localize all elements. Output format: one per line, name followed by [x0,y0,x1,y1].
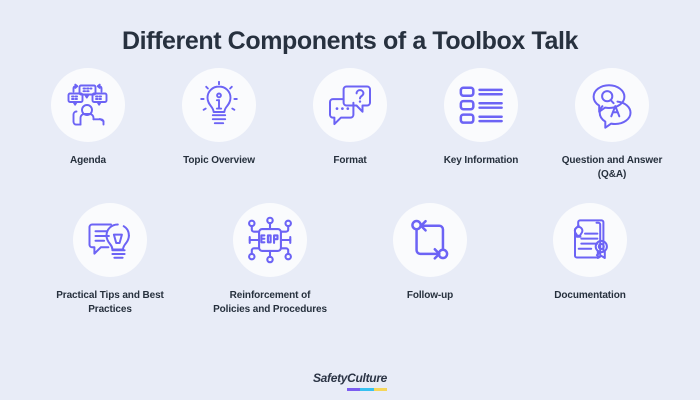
component-item-follow-up[interactable]: Follow-up [350,203,510,303]
logo-bar-segment-3 [373,388,388,391]
logo-text-culture: Culture [347,371,388,385]
sop-circuit-chip-icon [244,214,296,266]
speech-bubbles-question-icon [325,80,375,130]
icon-row-1: Agenda Topi [0,68,700,181]
component-label: Follow-up [406,290,454,301]
certificate-award-icon [565,215,615,265]
logo-bar-segment-1 [346,388,361,391]
safetyculture-logo: SafetyCulture [313,369,387,391]
component-item-practical-tips[interactable]: Practical Tips and Best Practices [30,203,190,316]
icon-circle [553,203,627,277]
icon-grid: Agenda Topi [0,68,700,316]
component-item-question-and-answer[interactable]: Question and Answer (Q&A) [547,68,678,181]
logo-underline-bar [346,388,388,391]
checklist-lines-icon [457,81,505,129]
loop-arrows-icon [406,216,454,264]
component-item-reinforcement-policies[interactable]: Reinforcement of Policies and Procedures [190,203,350,316]
component-item-key-information[interactable]: Key Information [416,68,547,168]
icon-circle [444,68,518,142]
component-item-topic-overview[interactable]: Topic Overview [154,68,285,168]
component-label: Documentation [554,290,626,301]
icon-circle [182,68,256,142]
icon-circle [233,203,307,277]
component-label: Practical Tips and Best Practices [56,290,164,315]
component-label: Topic Overview [183,155,255,166]
icon-circle [575,68,649,142]
page-title: Different Components of a Toolbox Talk [121,27,579,55]
icon-circle [51,68,125,142]
icon-circle [73,203,147,277]
lightbulb-info-icon [194,80,244,130]
icon-circle [313,68,387,142]
component-item-agenda[interactable]: Agenda [23,68,154,168]
qa-speech-bubbles-icon [587,80,637,130]
icon-row-2: Practical Tips and Best Practices [0,203,700,316]
agenda-presentation-icon [63,80,113,130]
component-label: Question and Answer (Q&A) [561,155,663,180]
component-label: Reinforcement of Policies and Procedures [213,290,327,315]
icon-circle [393,203,467,277]
component-label: Key Information [443,155,519,166]
speech-bubble-lightbulb-icon [85,215,135,265]
component-item-documentation[interactable]: Documentation [510,203,670,303]
component-label: Format [333,155,367,166]
footer: SafetyCulture [0,369,700,391]
component-item-format[interactable]: Format [285,68,416,168]
logo-bar-segment-2 [360,388,374,391]
component-label: Agenda [69,155,107,166]
logo-text-safety: Safety [312,371,348,385]
